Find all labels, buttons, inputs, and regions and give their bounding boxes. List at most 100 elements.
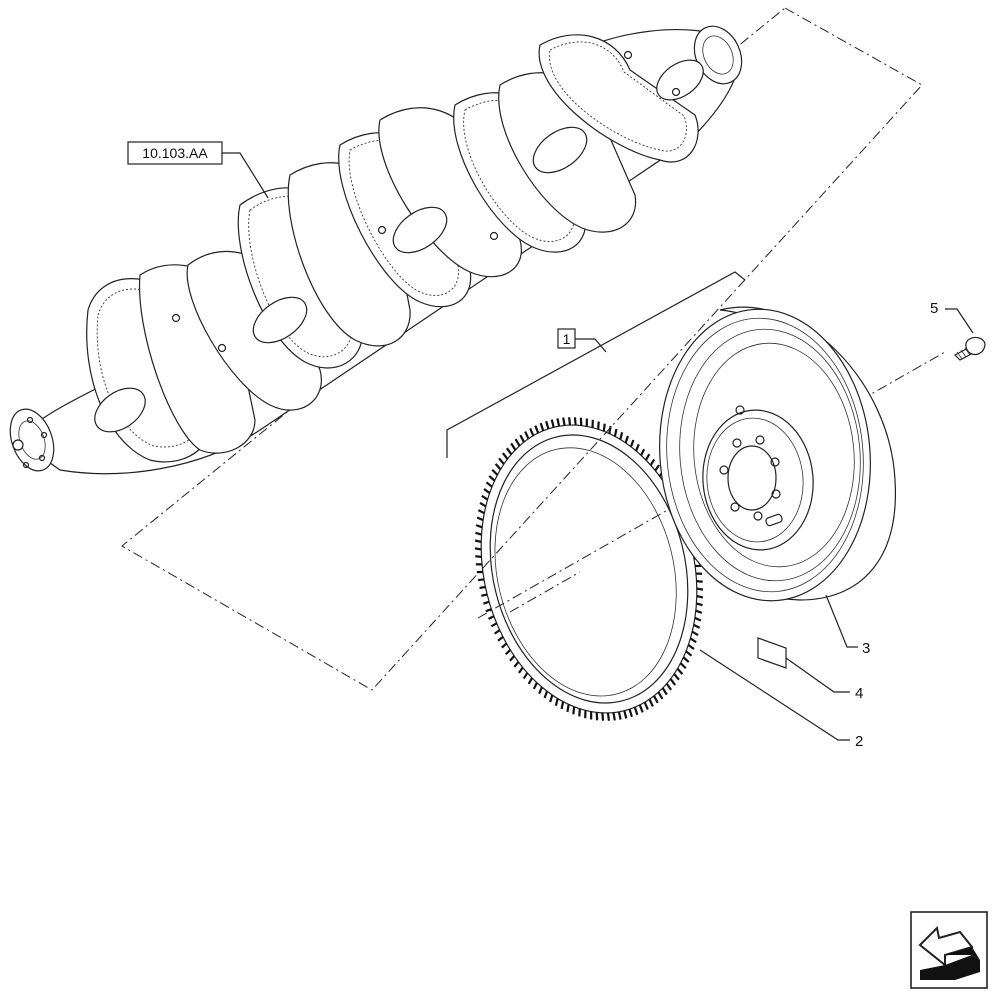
gear-tooth — [476, 570, 483, 574]
gear-tooth — [691, 630, 699, 637]
gear-tooth — [572, 706, 576, 715]
flywheel-bolt-hole — [771, 489, 781, 499]
flywheel-bolt-hole — [753, 511, 763, 521]
callout-ring-gear-leader — [699, 649, 850, 741]
gear-tooth — [501, 642, 508, 649]
assembly-bracket — [446, 271, 746, 458]
gear-tooth — [613, 428, 618, 437]
gear-tooth — [538, 686, 543, 695]
flywheel-bolt-hole — [719, 465, 729, 475]
gear-tooth — [612, 712, 616, 721]
crankshaft-reference-label: 10.103.AA — [142, 145, 208, 161]
gear-tooth — [597, 421, 600, 430]
gear-tooth — [643, 701, 649, 710]
assembly-callout-label: 1 — [563, 331, 571, 347]
gear-tooth — [595, 712, 599, 721]
flywheel-bolt-hole — [735, 405, 745, 415]
gear-tooth — [483, 488, 491, 494]
gear-tooth — [679, 662, 687, 670]
gear-tooth — [567, 417, 572, 426]
gear-tooth — [687, 644, 695, 650]
gear-tooth — [573, 417, 577, 426]
gear-tooth — [494, 463, 502, 471]
gear-tooth — [665, 683, 672, 691]
gear-tooth — [654, 464, 660, 472]
gear-tooth — [545, 420, 550, 430]
gear-tooth — [534, 425, 540, 434]
gear-tooth — [519, 434, 525, 443]
gear-tooth — [518, 666, 524, 674]
gear-tooth — [490, 622, 498, 628]
gear-tooth — [522, 672, 529, 680]
gear-tooth — [590, 711, 593, 720]
gear-tooth — [608, 425, 612, 434]
gear-tooth — [479, 585, 486, 590]
gear-tooth — [476, 516, 484, 522]
callout-bolt-number: 5 — [930, 300, 938, 317]
gear-tooth — [513, 661, 520, 668]
gear-tooth — [504, 649, 512, 656]
gear-tooth — [532, 682, 538, 690]
callout-label-plate-number: 4 — [855, 685, 863, 702]
gear-tooth — [475, 524, 483, 529]
crankshaft-reference-callout[interactable]: 10.103.AA — [127, 141, 269, 199]
gear-tooth — [498, 457, 505, 465]
gear-tooth — [657, 691, 664, 700]
gear-tooth — [696, 594, 704, 599]
gear-tooth — [695, 572, 703, 575]
flywheel-bolt-hole — [755, 435, 765, 445]
gear-tooth — [676, 667, 684, 675]
flywheel — [659, 306, 897, 602]
gear-tooth — [479, 501, 487, 508]
gear-tooth — [477, 509, 485, 515]
gear-tooth — [693, 623, 701, 629]
gear-tooth — [475, 563, 483, 566]
callout-ring-gear: 2 — [699, 649, 863, 750]
gear-tooth — [543, 690, 549, 699]
callout-bolt-leader — [945, 308, 974, 334]
gear-tooth — [696, 602, 703, 607]
gear-tooth — [689, 637, 697, 644]
gear-tooth — [685, 650, 693, 657]
gear-tooth — [633, 706, 639, 716]
gear-tooth — [579, 417, 583, 426]
gear-tooth — [624, 435, 629, 444]
gear-tooth — [488, 475, 496, 482]
callout-flywheel-leader — [825, 594, 858, 648]
gear-tooth — [648, 698, 654, 707]
gear-tooth — [617, 711, 622, 720]
gear-tooth — [475, 531, 482, 536]
callout-label-plate: 4 — [785, 657, 863, 702]
gear-tooth — [623, 710, 628, 719]
ring-gear — [474, 417, 704, 721]
gear-tooth — [653, 695, 659, 704]
gear-tooth — [483, 600, 490, 605]
gear-tooth — [506, 447, 513, 455]
gear-tooth — [485, 608, 492, 613]
gear-tooth — [514, 438, 521, 447]
gear-tooth — [638, 704, 644, 713]
callout-ring-gear-number: 2 — [855, 733, 863, 750]
gear-tooth — [644, 453, 651, 461]
gear-tooth — [524, 431, 530, 440]
gear-tooth — [481, 494, 489, 501]
callout-flywheel-number: 3 — [862, 640, 870, 657]
gear-tooth — [550, 419, 555, 428]
gear-tooth — [549, 694, 554, 703]
previous-page-arrow-icon[interactable] — [910, 911, 988, 989]
gear-tooth — [510, 442, 517, 451]
gear-tooth — [601, 712, 605, 721]
crankshaft-leader-line — [222, 152, 269, 199]
gear-tooth — [682, 656, 690, 663]
gear-tooth — [695, 564, 702, 568]
gear-tooth — [629, 439, 635, 448]
gear-tooth — [485, 481, 493, 488]
gear-tooth — [649, 458, 656, 466]
callout-bolt: 5 — [930, 300, 974, 334]
gear-tooth — [606, 712, 611, 721]
gear-tooth — [494, 629, 501, 635]
assembly-leader-line — [575, 338, 607, 353]
flywheel-bolt — [954, 336, 986, 361]
gear-tooth — [554, 698, 559, 706]
